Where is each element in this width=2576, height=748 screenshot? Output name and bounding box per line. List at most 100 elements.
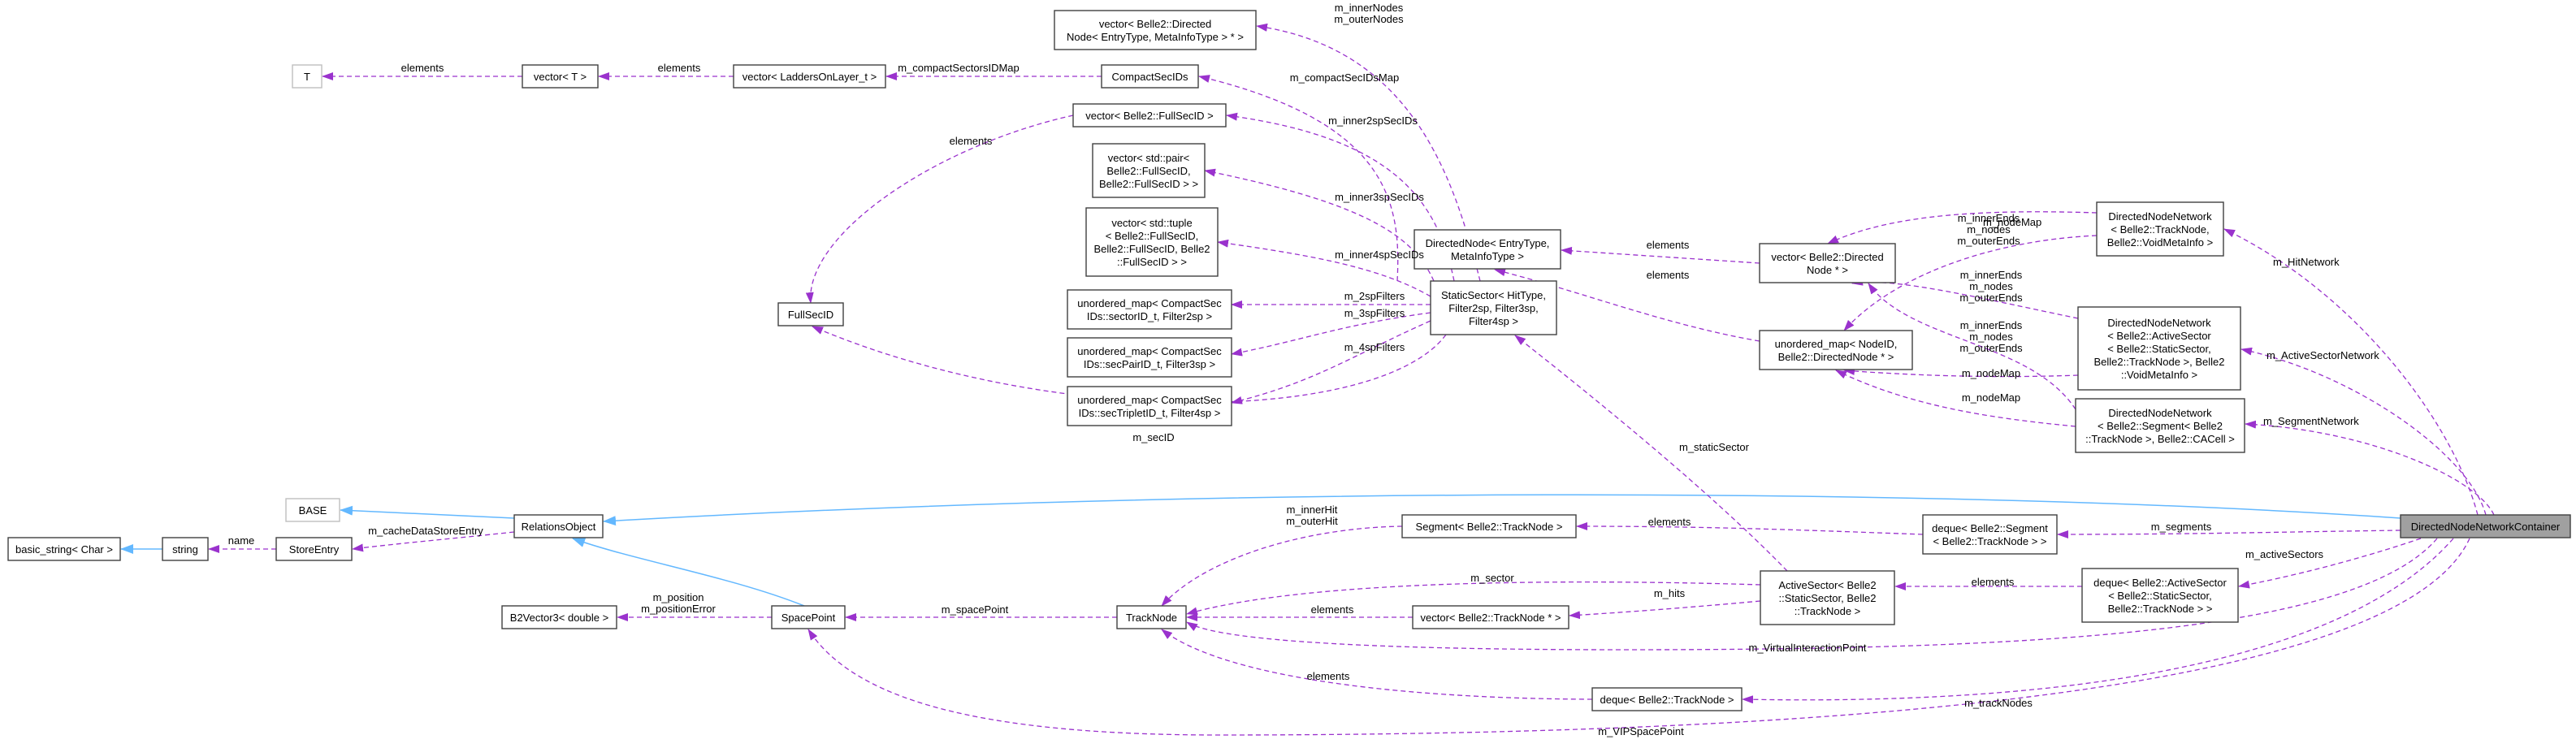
node-box (1760, 570, 1895, 625)
node-vec-belle-dir-node[interactable]: vector< Belle2::DirectedNode * > (1759, 243, 1896, 283)
edge-label: m_outerHit (1286, 515, 1338, 527)
node-vec-dir-node-ptr[interactable]: vector< Belle2::DirectedNode< EntryType,… (1054, 10, 1257, 50)
edge-cont-space-point (807, 538, 2470, 736)
edge-label: m_inner3spSecIDs (1335, 191, 1424, 203)
node-label-line: < Belle2::TrackNode > > (1933, 535, 2046, 547)
node-dnn-active-sector[interactable]: DirectedNodeNetwork< Belle2::ActiveSecto… (2077, 306, 2241, 391)
edge-dnn-seg-umap (1835, 370, 2076, 427)
inherit-spacepoint-relations (572, 538, 805, 607)
node-basic-string[interactable]: basic_string< Char > (7, 537, 121, 561)
node-vec-track-node-ptr[interactable]: vector< Belle2::TrackNode * > (1412, 605, 1569, 629)
edge-label: m_nodeMap (1983, 216, 2041, 228)
node-static-sector[interactable]: StaticSector< HitType,Filter2sp, Filter3… (1430, 280, 1557, 335)
node-vec-t[interactable]: vector< T > (522, 64, 599, 89)
edge-label: m_VirtualInteractionPoint (1748, 642, 1866, 654)
node-label-line: DirectedNodeNetworkContainer (2411, 521, 2561, 533)
node-container[interactable]: DirectedNodeNetworkContainer (2400, 514, 2571, 538)
node-deque-track-node[interactable]: deque< Belle2::TrackNode > (1591, 687, 1743, 711)
node-store-entry[interactable]: StoreEntry (275, 537, 353, 561)
edge-label: m_activeSectors (2245, 548, 2324, 560)
edge-label: elements (658, 62, 701, 74)
node-b2vector3[interactable]: B2Vector3< double > (501, 605, 617, 629)
node-label-line: Belle2::FullSecID, Belle2 (1093, 243, 1210, 255)
node-deque-active-sector[interactable]: deque< Belle2::ActiveSector< Belle2::Sta… (2081, 568, 2239, 623)
edges-layer (120, 23, 2495, 736)
node-label-line: vector< Belle2::Directed (1099, 18, 1211, 30)
edge-label: m_3spFilters (1344, 307, 1405, 319)
node-label-line: < Belle2::FullSecID, (1106, 230, 1199, 242)
edge-label: m_innerEnds (1960, 269, 2023, 281)
edge-active-static (1514, 335, 1788, 572)
node-label-line: MetaInfoType > (1451, 250, 1524, 262)
node-label-line: B2Vector3< double > (510, 612, 608, 624)
node-track-node[interactable]: TrackNode (1116, 605, 1187, 629)
node-label-line: DirectedNodeNetwork (2108, 210, 2212, 223)
edge-dnn-track-vec-belle (1827, 211, 2098, 244)
node-vec-tuple[interactable]: vector< std::tuple< Belle2::FullSecID,Be… (1085, 207, 1219, 277)
edge-static-umap3sp (1231, 312, 1431, 357)
node-label-line: DirectedNodeNetwork (2108, 407, 2212, 419)
node-box (733, 64, 886, 89)
edge-label: m_outerEnds (1959, 292, 2023, 304)
node-label-line: ::TrackNode > (1795, 605, 1861, 617)
node-deque-segment[interactable]: deque< Belle2::Segment< Belle2::TrackNod… (1922, 514, 2058, 555)
inherit-relations-base (340, 505, 515, 519)
edge-deque-track-track-node (1161, 629, 1593, 700)
node-label-line: Node< EntryType, MetaInfoType > * > (1067, 31, 1244, 43)
edge-label: m_2spFilters (1344, 290, 1405, 302)
inherit-container-relations (603, 494, 2401, 526)
node-directed-node[interactable]: DirectedNode< EntryType,MetaInfoType > (1414, 229, 1561, 270)
node-label-line: BASE (299, 504, 327, 517)
edge-label: elements (1311, 603, 1354, 616)
node-vec-pair[interactable]: vector< std::pair<Belle2::FullSecID,Bell… (1092, 143, 1206, 198)
node-label-line: DirectedNodeNetwork (2107, 317, 2211, 329)
node-dnn-track-node[interactable]: DirectedNodeNetwork< Belle2::TrackNode,B… (2096, 201, 2224, 257)
node-umap3sp[interactable]: unordered_map< CompactSecIDs::secPairID_… (1067, 337, 1232, 378)
edge-static-vec-pair (1204, 168, 1435, 282)
edge-cont-dnn-track (2223, 228, 2479, 516)
node-umap4sp[interactable]: unordered_map< CompactSecIDs::secTriplet… (1067, 386, 1232, 426)
edge-label: m_sector (1470, 572, 1514, 584)
node-segment[interactable]: Segment< Belle2::TrackNode > (1401, 514, 1577, 538)
edge-deque-seg-segment (1576, 522, 1924, 535)
node-label-line: T (304, 71, 310, 83)
node-box (1116, 605, 1187, 629)
node-label-line: unordered_map< NodeID, (1775, 338, 1898, 350)
node-active-sector[interactable]: ActiveSector< Belle2::StaticSector, Bell… (1760, 570, 1895, 625)
node-space-point[interactable]: SpacePoint (771, 605, 846, 629)
node-box (285, 498, 340, 522)
node-label-line: ::StaticSector, Belle2 (1779, 592, 1877, 604)
node-label-line: vector< Belle2::FullSecID > (1085, 110, 1214, 122)
node-box (1922, 514, 2058, 555)
node-vec-full-sec-id[interactable]: vector< Belle2::FullSecID > (1072, 103, 1227, 128)
edge-label: m_hits (1654, 587, 1686, 599)
node-compact-sec-ids[interactable]: CompactSecIDs (1101, 64, 1199, 89)
node-full-sec-id[interactable]: FullSecID (777, 302, 844, 326)
edge-dnn-track-umap (1843, 235, 2098, 331)
edge-label: name (228, 534, 255, 547)
node-label-line: Filter2sp, Filter3sp, (1448, 302, 1539, 314)
edge-static-umap4sp (1231, 320, 1431, 404)
node-base[interactable]: BASE (285, 498, 340, 522)
edge-label: elements (1647, 269, 1690, 281)
edge-label: m_positionError (641, 603, 716, 615)
edge-vec-belle-directed (1561, 246, 1760, 264)
node-box (1591, 687, 1743, 711)
node-umap-node-id[interactable]: unordered_map< NodeID,Belle2::DirectedNo… (1759, 330, 1913, 370)
edge-active-vec-track (1569, 600, 1761, 620)
edge-label: m_nodes (1969, 280, 2013, 292)
node-t[interactable]: T (292, 64, 323, 89)
edge-label: m_nodes (1969, 331, 2013, 343)
node-string[interactable]: string (162, 537, 209, 561)
node-label-line: string (172, 543, 198, 556)
node-label-line: < Belle2::TrackNode, (2111, 223, 2209, 236)
node-label-line: ::VoidMetaInfo > (2121, 369, 2197, 381)
node-umap2sp[interactable]: unordered_map< CompactSecIDs::sectorID_t… (1067, 289, 1232, 330)
edge-label: m_cacheDataStoreEntry (368, 525, 483, 537)
node-relations-object[interactable]: RelationsObject (513, 514, 604, 538)
node-box (1092, 143, 1206, 198)
node-label-line: unordered_map< CompactSec (1077, 297, 1222, 309)
node-vec-ladders[interactable]: vector< LaddersOnLayer_t > (733, 64, 886, 89)
node-dnn-segment[interactable]: DirectedNodeNetwork< Belle2::Segment< Be… (2075, 398, 2245, 453)
